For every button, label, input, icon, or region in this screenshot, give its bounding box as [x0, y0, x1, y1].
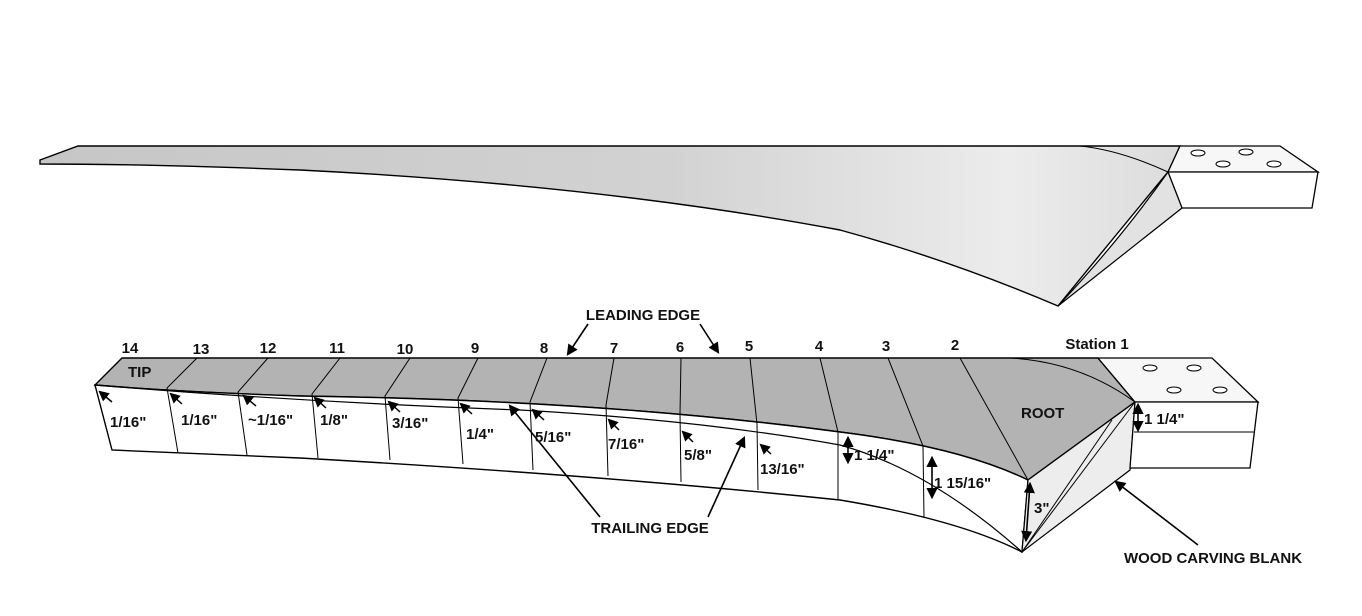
thickness-label: 3" — [1034, 500, 1049, 517]
station-label: 3 — [882, 338, 890, 355]
leading-edge-label: LEADING EDGE — [586, 307, 700, 324]
thickness-double-arrows — [842, 402, 1144, 543]
finished-blade-surface — [39, 145, 1182, 307]
station-label: 4 — [815, 338, 824, 355]
thickness-labels: 1/16" 1/16" ~1/16" 1/8" 3/16" 1/4" 5/16"… — [110, 411, 1184, 517]
hub-bolt-hole-icon — [1142, 364, 1228, 394]
trailing-edge-line — [94, 384, 1023, 553]
station-label: Station 1 — [1065, 336, 1128, 353]
trailing-edge-arrow — [707, 435, 746, 518]
thickness-label: 1/4" — [466, 426, 494, 443]
bolt-hole-icon — [1190, 148, 1282, 168]
station-dividers — [166, 357, 1029, 519]
station-label: 8 — [540, 340, 548, 357]
leading-edge-arrow — [699, 323, 720, 354]
finished-blade-root-curve — [1079, 145, 1169, 173]
station-label: 11 — [329, 340, 345, 357]
station-label: 2 — [951, 337, 959, 354]
root-label: ROOT — [1021, 405, 1064, 422]
blank-side-line — [1021, 401, 1136, 553]
thickness-label: 1/16" — [110, 414, 146, 431]
finished-hub-side — [1057, 170, 1183, 307]
trailing-edge-label: TRAILING EDGE — [591, 520, 709, 537]
station-label: 13 — [193, 341, 210, 358]
finished-hub-front — [1167, 171, 1319, 209]
trailing-edge-arrow — [508, 404, 601, 518]
station-label: 5 — [745, 338, 753, 355]
station-label: 7 — [610, 340, 618, 357]
thickness-label: 1 1/4" — [854, 447, 894, 464]
station-label: 10 — [397, 341, 414, 358]
hub-front — [1129, 401, 1259, 469]
station-label: 14 — [122, 340, 139, 357]
wood-blank-arrow — [1114, 480, 1199, 546]
tip-label: TIP — [128, 364, 151, 381]
thickness-label: 3/16" — [392, 415, 428, 432]
thickness-label: 5/8" — [684, 447, 712, 464]
thickness-label: 1/8" — [320, 412, 348, 429]
station-label: 12 — [260, 340, 277, 357]
root-curve — [1009, 357, 1136, 403]
thickness-pointers — [98, 390, 772, 455]
thickness-label: 1 15/16" — [934, 475, 991, 492]
thickness-label: 5/16" — [535, 429, 571, 446]
thickness-label: 1/16" — [181, 412, 217, 429]
hub-thickness-label: 1 1/4" — [1144, 411, 1184, 428]
finished-blade — [39, 145, 1321, 307]
thickness-label: 7/16" — [608, 436, 644, 453]
wood-blank-label: WOOD CARVING BLANK — [1124, 550, 1302, 567]
thickness-label: ~1/16" — [248, 412, 293, 429]
leading-edge-arrow — [566, 323, 589, 356]
thickness-label: 13/16" — [760, 461, 805, 478]
station-label: 6 — [676, 339, 684, 356]
station-numbers: 14 13 12 11 10 9 8 7 6 5 4 3 2 Station 1 — [122, 336, 1129, 358]
blank-side-line-2 — [1021, 419, 1113, 553]
station-label: 9 — [471, 340, 479, 357]
